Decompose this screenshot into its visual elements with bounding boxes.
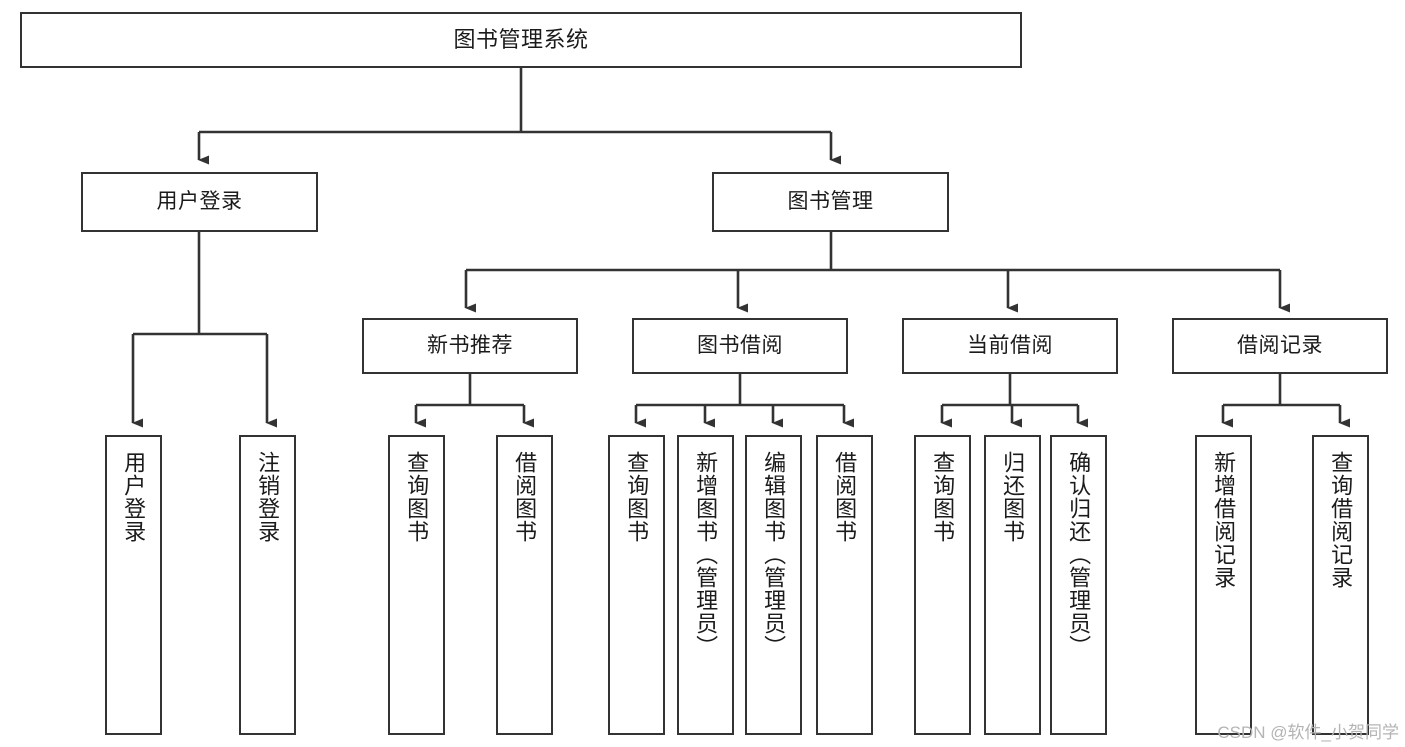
node-borrow-record[interactable]: 借阅记录 bbox=[1172, 318, 1388, 374]
node-book-manage[interactable]: 图书管理 bbox=[712, 172, 949, 232]
node-leaf-query-book-c[interactable]: 查询图书 bbox=[914, 435, 971, 735]
node-leaf-borrow-book-b-label: 借阅图书 bbox=[832, 451, 858, 543]
node-borrow-record-label: 借阅记录 bbox=[1237, 334, 1323, 358]
node-user-login-label: 用户登录 bbox=[156, 190, 243, 214]
csdn-watermark: CSDN @软件_小贺同学 bbox=[1217, 723, 1399, 742]
node-book-manage-label: 图书管理 bbox=[787, 190, 874, 214]
node-book-borrow[interactable]: 图书借阅 bbox=[632, 318, 848, 374]
node-root-label: 图书管理系统 bbox=[453, 26, 589, 52]
node-leaf-query-record[interactable]: 查询借阅记录 bbox=[1312, 435, 1369, 735]
node-leaf-edit-book-label: 编辑图书（管理员） bbox=[761, 451, 787, 658]
node-new-book-rec-label: 新书推荐 bbox=[427, 334, 513, 358]
node-book-borrow-label: 图书借阅 bbox=[697, 334, 783, 358]
node-leaf-add-record[interactable]: 新增借阅记录 bbox=[1195, 435, 1252, 735]
node-leaf-query-book-rec-label: 查询图书 bbox=[404, 451, 430, 543]
node-leaf-add-book-label: 新增图书（管理员） bbox=[693, 451, 719, 658]
node-leaf-query-book-b-label: 查询图书 bbox=[624, 451, 650, 543]
node-leaf-return-book[interactable]: 归还图书 bbox=[984, 435, 1041, 735]
node-user-login[interactable]: 用户登录 bbox=[81, 172, 318, 232]
node-leaf-edit-book[interactable]: 编辑图书（管理员） bbox=[745, 435, 802, 735]
node-new-book-rec[interactable]: 新书推荐 bbox=[362, 318, 578, 374]
node-leaf-add-record-label: 新增借阅记录 bbox=[1211, 451, 1237, 589]
node-leaf-borrow-book-b[interactable]: 借阅图书 bbox=[816, 435, 873, 735]
node-leaf-query-book-c-label: 查询图书 bbox=[930, 451, 956, 543]
node-leaf-query-book-b[interactable]: 查询图书 bbox=[608, 435, 665, 735]
node-leaf-borrow-book-rec-label: 借阅图书 bbox=[512, 451, 538, 543]
node-leaf-query-book-rec[interactable]: 查询图书 bbox=[388, 435, 445, 735]
node-leaf-logout[interactable]: 注销登录 bbox=[239, 435, 296, 735]
node-leaf-user-login-label: 用户登录 bbox=[121, 451, 147, 543]
node-leaf-add-book[interactable]: 新增图书（管理员） bbox=[677, 435, 734, 735]
node-current-borrow-label: 当前借阅 bbox=[967, 334, 1053, 358]
node-leaf-confirm-return-label: 确认归还（管理员） bbox=[1066, 451, 1092, 658]
node-current-borrow[interactable]: 当前借阅 bbox=[902, 318, 1118, 374]
node-leaf-confirm-return[interactable]: 确认归还（管理员） bbox=[1050, 435, 1107, 735]
node-leaf-borrow-book-rec[interactable]: 借阅图书 bbox=[496, 435, 553, 735]
node-leaf-logout-label: 注销登录 bbox=[255, 451, 281, 543]
node-root[interactable]: 图书管理系统 bbox=[20, 12, 1022, 68]
node-leaf-return-book-label: 归还图书 bbox=[1000, 451, 1026, 543]
node-leaf-query-record-label: 查询借阅记录 bbox=[1328, 451, 1354, 589]
node-leaf-user-login[interactable]: 用户登录 bbox=[105, 435, 162, 735]
